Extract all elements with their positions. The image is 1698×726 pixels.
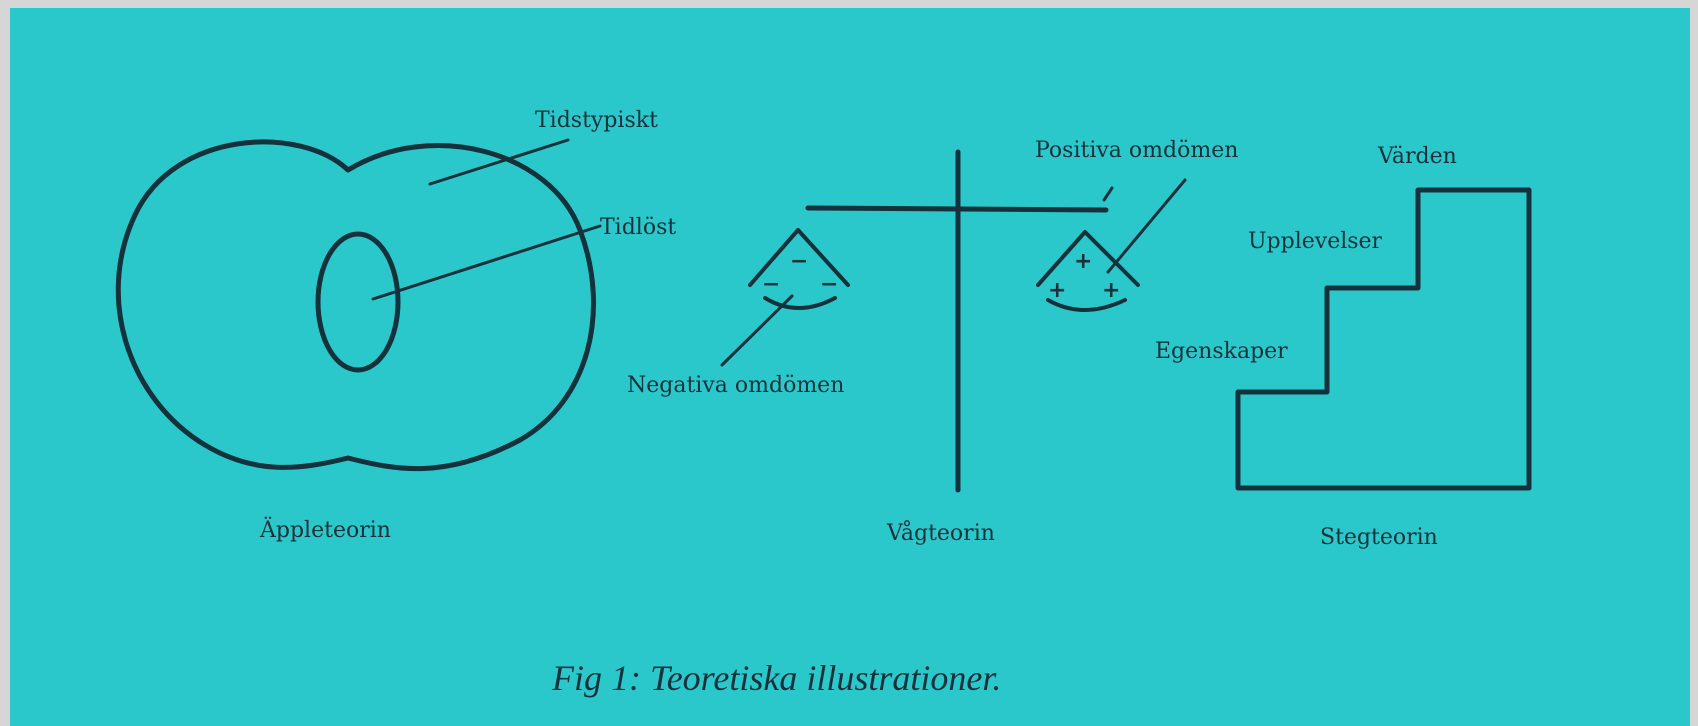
positive-pan-bowl (1046, 298, 1127, 312)
step-theory: Värden Upplevelser Egenskaper Stegteorin (1155, 144, 1532, 550)
positive-sign-top: + (1074, 249, 1092, 274)
negative-pan-bowl (763, 296, 837, 310)
positive-sign-left: + (1048, 278, 1066, 303)
label-upplevelser: Upplevelser (1248, 229, 1383, 254)
label-tidstypiskt: Tidstypiskt (535, 108, 658, 133)
leader-tidstypiskt (428, 138, 570, 186)
negative-pan: − − − (748, 228, 850, 310)
negative-pan-left-side (748, 228, 800, 287)
leader-tidlost (371, 224, 602, 301)
apple-theory: Tidstypiskt Tidlöst Äppleteorin (115, 108, 676, 543)
label-tidlost: Tidlöst (600, 215, 676, 240)
caption-vagteorin: Vågteorin (886, 519, 995, 546)
label-varden: Värden (1377, 144, 1457, 169)
label-negativa: Negativa omdömen (627, 373, 844, 398)
negative-sign-top: − (790, 249, 808, 274)
caption-stegteorin: Stegteorin (1320, 525, 1438, 550)
label-positiva: Positiva omdömen (1035, 138, 1238, 163)
label-egenskaper: Egenskaper (1155, 339, 1288, 364)
theory-diagram: Tidstypiskt Tidlöst Äppleteorin − − − (115, 108, 1532, 698)
positive-pan: + + + (1036, 230, 1140, 312)
positive-sign-right: + (1102, 278, 1120, 303)
positive-pan-right-side (1083, 230, 1140, 287)
negative-sign-right: − (820, 272, 838, 297)
book-page: Tidstypiskt Tidlöst Äppleteorin − − − (10, 8, 1690, 726)
caption-appleteorin: Äppleteorin (259, 516, 391, 543)
leader-positiva (1102, 186, 1114, 202)
leader-negativa (720, 294, 794, 367)
scale-theory: − − − + + + Positiva omdömen Negati (627, 138, 1238, 546)
figure-caption: Fig 1: Teoretiska illustrationer. (551, 658, 1001, 698)
staircase (1235, 187, 1532, 491)
negative-pan-right-side (796, 228, 850, 287)
scale-beam (805, 205, 1109, 213)
positive-pan-left-side (1036, 230, 1087, 287)
apple-core (315, 231, 401, 373)
leader-positiva-main (1106, 178, 1187, 274)
negative-sign-left: − (762, 272, 780, 297)
apple-outline (115, 139, 596, 472)
